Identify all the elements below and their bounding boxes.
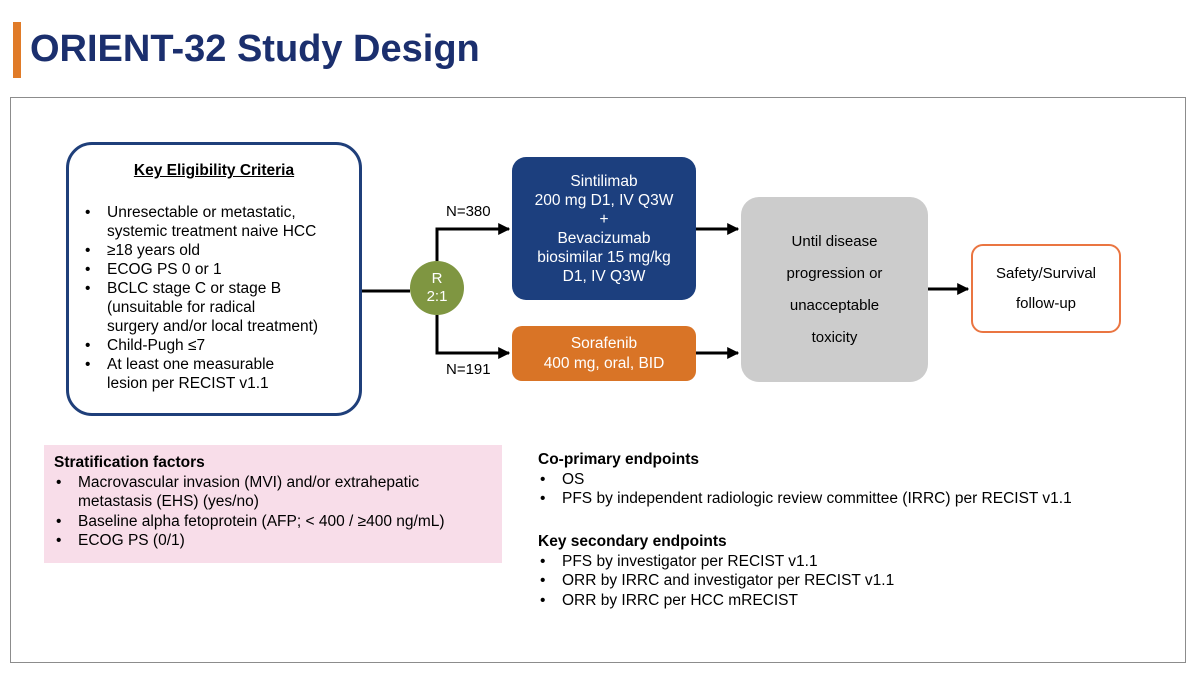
sorafenib-arm-box: Sorafenib 400 mg, oral, BID xyxy=(512,326,696,381)
stratification-box: Stratification factors Macrovascular inv… xyxy=(44,445,502,563)
sintilimab-arm-line: 200 mg D1, IV Q3W xyxy=(534,191,674,209)
connector-r-to-sintilimab xyxy=(435,223,511,261)
eligibility-item: Unresectable or metastatic,systemic trea… xyxy=(83,203,318,241)
eligibility-list: Unresectable or metastatic,systemic trea… xyxy=(83,203,318,393)
secondary-item: ORR by IRRC and investigator per RECIST … xyxy=(538,571,1158,591)
secondary-list: PFS by investigator per RECIST v1.1ORR b… xyxy=(538,552,1158,611)
secondary-item: ORR by IRRC per HCC mRECIST xyxy=(538,591,1158,611)
secondary-item: PFS by investigator per RECIST v1.1 xyxy=(538,552,1158,572)
coprimary-item: OS xyxy=(538,470,1158,490)
until-progression-box: Until disease progression or unacceptable t… xyxy=(741,197,928,382)
eligibility-item: BCLC stage C or stage B(unsuitable for r… xyxy=(83,279,318,336)
coprimary-title: Co-primary endpoints xyxy=(538,451,700,468)
secondary-title: Key secondary endpoints xyxy=(538,533,727,550)
stratification-item: Baseline alpha fetoprotein (AFP; < 400 /… xyxy=(54,512,492,532)
eligibility-box: Key Eligibility Criteria Unresectable or… xyxy=(66,142,362,416)
randomization-ratio: 2:1 xyxy=(426,288,448,305)
sorafenib-arm-line: 400 mg, oral, BID xyxy=(543,354,665,372)
sorafenib-arm-line: Sorafenib xyxy=(570,334,638,352)
followup-line: follow-up xyxy=(1015,294,1077,312)
followup-line: Safety/Survival xyxy=(995,264,1097,282)
stratification-item: ECOG PS (0/1) xyxy=(54,531,492,551)
n-experimental-label: N=380 xyxy=(446,203,491,220)
sintilimab-arm-line: Sintilimab xyxy=(570,172,638,190)
eligibility-item: ≥18 years old xyxy=(83,241,318,260)
n-control-label: N=191 xyxy=(446,361,491,378)
sintilimab-arm-line: Bevacizumab xyxy=(557,229,651,247)
until-progression-line: unacceptable xyxy=(789,296,880,314)
stratification-item: Macrovascular invasion (MVI) and/or extr… xyxy=(54,473,492,512)
coprimary-endpoints: Co-primary endpoints OSPFS by independen… xyxy=(538,450,1158,509)
randomization-circle: R 2:1 xyxy=(410,261,464,315)
sintilimab-arm-line: D1, IV Q3W xyxy=(562,267,646,285)
coprimary-item: PFS by independent radiologic review com… xyxy=(538,489,1158,509)
stratification-list: Macrovascular invasion (MVI) and/or extr… xyxy=(54,473,492,551)
stratification-title: Stratification factors xyxy=(54,454,205,471)
title-accent-bar xyxy=(13,22,21,78)
until-progression-line: toxicity xyxy=(811,328,858,346)
eligibility-item: Child-Pugh ≤7 xyxy=(83,336,318,355)
diagram-frame xyxy=(10,97,1186,663)
connector-r-to-sorafenib xyxy=(435,315,511,359)
secondary-endpoints: Key secondary endpoints PFS by investiga… xyxy=(538,532,1158,610)
page-title: ORIENT-32 Study Design xyxy=(30,28,480,70)
eligibility-title: Key Eligibility Criteria xyxy=(133,162,295,179)
until-progression-line: progression or xyxy=(786,264,883,282)
coprimary-list: OSPFS by independent radiologic review c… xyxy=(538,470,1158,509)
followup-box: Safety/Survival follow-up xyxy=(971,244,1121,333)
sintilimab-arm-line: + xyxy=(599,210,609,228)
sintilimab-arm-line: biosimilar 15 mg/kg xyxy=(537,248,671,266)
eligibility-item: ECOG PS 0 or 1 xyxy=(83,260,318,279)
until-progression-line: Until disease xyxy=(791,232,878,250)
randomization-label: R xyxy=(431,270,443,287)
